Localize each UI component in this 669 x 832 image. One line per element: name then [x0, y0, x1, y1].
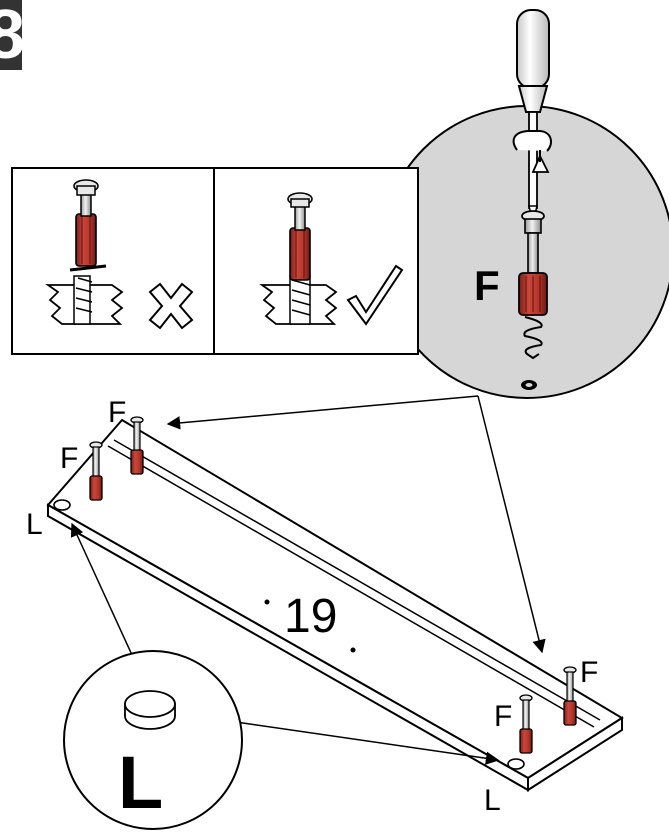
step-badge: 8: [0, 0, 25, 73]
comparison-panel: [11, 167, 419, 355]
cap-label-2: L: [484, 784, 501, 817]
screw-f-board-4: [519, 694, 533, 754]
screw-f-board-3: [563, 666, 577, 726]
cross-icon: [148, 282, 194, 330]
screwdriver-icon: [512, 9, 553, 215]
board-panel: 19: [46, 418, 624, 792]
screw-label-3: F: [580, 656, 598, 689]
cap-detail-label: L: [118, 741, 163, 824]
board-number: 19: [284, 590, 337, 643]
cap-l-detail: [124, 690, 176, 730]
cap-detail-callout: L: [63, 522, 500, 830]
check-icon: [346, 264, 404, 326]
cap-hole-left: [53, 499, 71, 511]
screw-label-4: F: [494, 700, 512, 733]
cap-hole-right: [507, 758, 525, 770]
cap-label-1: L: [26, 508, 43, 541]
step-number: 8: [0, 0, 25, 73]
wrong-insertion-illustration: [45, 179, 124, 325]
screw-detail-label: F: [474, 262, 500, 309]
screw-leader-arrows: [166, 395, 546, 654]
screw-detail-callout: F: [380, 9, 669, 399]
cap-detail-circle: [63, 650, 243, 830]
right-insertion-illustration: [259, 192, 338, 325]
screw-f-detail: [518, 210, 548, 390]
screw-label-2: F: [60, 442, 78, 475]
screw-f-board-2: [89, 441, 103, 501]
screw-f-board-1: [130, 416, 144, 475]
screw-label-1: F: [108, 396, 126, 429]
